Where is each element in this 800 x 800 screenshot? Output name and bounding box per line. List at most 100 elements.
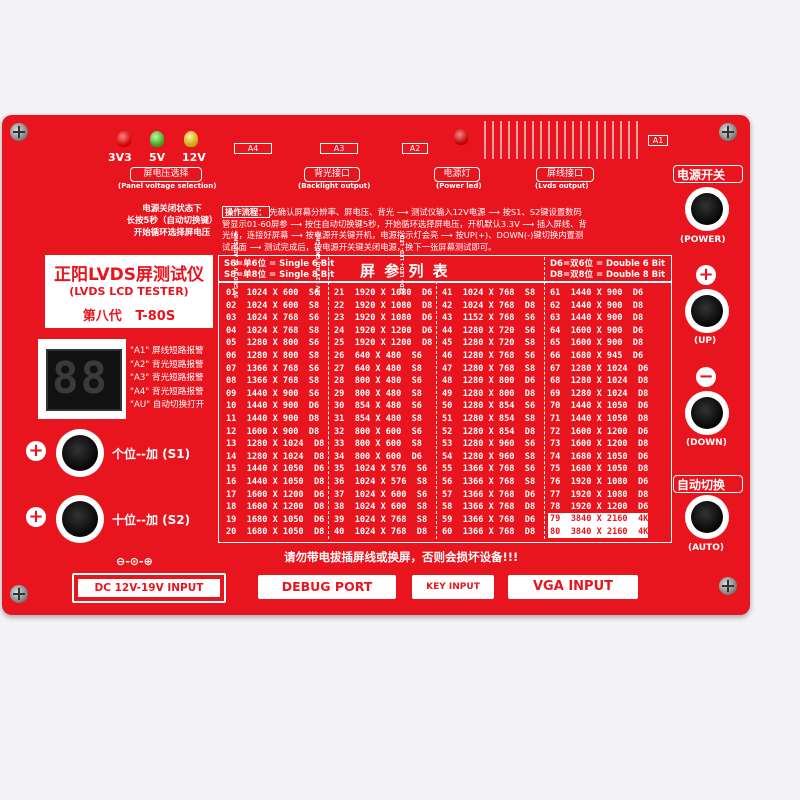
vga-input-label: VGA INPUT (533, 579, 613, 594)
polarity-symbol: ⊖-⊙-⊕ (116, 555, 153, 568)
s2-button[interactable] (56, 495, 104, 543)
s1-label: 个位--加 (S1) (112, 447, 191, 461)
connector-a4: A4 (234, 143, 272, 154)
table-row: 60 1366 X 768 D8 (442, 527, 536, 538)
table-row: 47 1280 X 768 S8 (442, 363, 536, 374)
table-row: 51 1280 X 854 S8 (442, 413, 536, 424)
table-row: 38 1024 X 600 S8 (334, 502, 428, 513)
power-led (454, 129, 468, 145)
led-5v (150, 131, 164, 147)
power-led-label: 电源灯 (443, 169, 471, 179)
table-row: 57 1366 X 768 D6 (442, 489, 536, 500)
auto-box (673, 475, 743, 493)
panel-voltage-sub: (Panel voltage selection) (118, 182, 217, 190)
instructions-title: 操作流程： (222, 206, 270, 218)
lvds-box: 屏线接口 (536, 167, 594, 182)
table-row: 28 800 X 480 S6 (334, 376, 422, 387)
table-row: 13 1280 X 1024 D8 (226, 439, 325, 450)
instructions: 操作流程：先确认屏幕分辨率、屏电压、背光 ⟶ 测试仪输入12V电源 ⟶ 按S1、… (222, 206, 668, 253)
dc-input-label: DC 12V-19V INPUT (78, 579, 220, 597)
up-button[interactable] (685, 289, 729, 333)
table-row: 73 1600 X 1200 D8 (550, 439, 649, 450)
debug-port[interactable]: DEBUG PORT (258, 575, 396, 599)
table-row: 07 1366 X 768 S6 (226, 363, 320, 374)
lvds-label: 屏线接口 (546, 169, 583, 179)
table-row: 01 1024 X 600 S6 (226, 288, 320, 298)
table-row: 20 1680 X 1050 D8 (226, 527, 325, 538)
connector-a2-label: A2 (409, 144, 421, 153)
table-row: 22 1920 X 1080 D8 (334, 300, 433, 311)
product-generation: 第八代 T-80S (45, 305, 213, 324)
table-row: 56 1366 X 768 S8 (442, 476, 536, 487)
s1-button[interactable] (56, 429, 104, 477)
table-row: 32 800 X 600 S6 (334, 426, 422, 437)
table-row: 52 1280 X 854 D8 (442, 426, 536, 437)
table-row: 64 1600 X 900 D6 (550, 325, 644, 336)
table-divider-1 (328, 257, 329, 539)
product-title: 正阳LVDS屏测试仪 (53, 265, 204, 285)
table-row: 77 1920 X 1080 D8 (550, 489, 649, 500)
instructions-line-4: 试画面 ⟶ 测试完成后，按电源开关键关闭电源，换下一张屏幕测试即可。 (222, 241, 497, 252)
down-button[interactable] (685, 391, 729, 435)
table-row: 46 1280 X 768 S6 (442, 350, 536, 361)
table-header-divider (218, 281, 672, 283)
backlight-box: 背光接口 (304, 167, 360, 182)
connector-a3-label: A3 (333, 144, 345, 153)
table-row: 44 1280 X 720 S6 (442, 325, 536, 336)
key-input-port[interactable]: KEY INPUT (412, 575, 494, 599)
plus-icon-up: + (696, 265, 716, 285)
table-row: 15 1440 X 1050 D6 (226, 464, 325, 475)
table-row: 55 1366 X 768 S6 (442, 464, 536, 475)
table-row: 03 1024 X 768 S6 (226, 313, 320, 324)
led-12v (184, 131, 198, 147)
screw-top-right (719, 123, 737, 141)
screw-top-left (10, 123, 28, 141)
table-row: 35 1024 X 576 S6 (334, 464, 428, 475)
table-row: 43 1152 X 768 S6 (442, 313, 536, 324)
backlight-sub: (Backlight output) (298, 182, 371, 190)
table-row: 21 1920 X 1080 D6 (334, 288, 433, 298)
connector-a4-label: A4 (247, 144, 259, 153)
display-digits: 88 (52, 353, 109, 404)
down-label: (DOWN) (686, 438, 727, 448)
product-gen: 第八代 (82, 309, 122, 324)
table-row: 78 1920 X 1200 D6 (550, 502, 649, 513)
table-row: 75 1680 X 1050 D8 (550, 464, 649, 475)
table-row: 11 1440 X 900 D8 (226, 413, 320, 424)
table-row: 70 1440 X 1050 D6 (550, 401, 649, 412)
table-row: 09 1440 X 900 S6 (226, 388, 320, 399)
table-row: 66 1680 X 945 D6 (550, 350, 644, 361)
table-row: 63 1440 X 900 D8 (550, 313, 644, 324)
table-row: 24 1920 X 1200 D6 (334, 325, 433, 336)
backlight-label: 背光接口 (313, 169, 350, 179)
table-row: 25 1920 X 1200 D8 (334, 338, 433, 349)
key-input-label: KEY INPUT (426, 582, 480, 592)
power-button-sub: (POWER) (680, 235, 726, 245)
voltage-info-line-1: 电源关闭状态下 (142, 204, 202, 214)
lvds-sub: (Lvds output) (535, 182, 589, 190)
table-row: 12 1600 X 900 D8 (226, 426, 320, 437)
alarm-a1: "A1" 屏线短路报警 (130, 346, 204, 356)
table-row: 06 1280 X 800 S8 (226, 350, 320, 361)
table-row: 10 1440 X 900 D6 (226, 401, 320, 412)
connector-a2: A2 (402, 143, 428, 154)
power-switch-label: 电源开关 (677, 168, 726, 182)
table-row: 53 1280 X 960 S6 (442, 439, 536, 450)
table-row: 05 1280 X 800 S6 (226, 338, 320, 349)
table-row: 42 1024 X 768 D8 (442, 300, 536, 311)
table-row: 72 1600 X 1200 D6 (550, 426, 649, 437)
dc-input-port[interactable]: DC 12V-19V INPUT (72, 573, 226, 603)
table-divider-3 (544, 257, 545, 539)
s2-label: 十位--加 (S2) (112, 513, 191, 527)
auto-button[interactable] (685, 495, 729, 539)
table-row: 36 1024 X 576 S8 (334, 476, 428, 487)
table-row: 41 1024 X 768 S8 (442, 288, 536, 298)
power-button[interactable] (685, 187, 729, 231)
instructions-line-1: 操作流程：先确认屏幕分辨率、屏电压、背光 ⟶ 测试仪输入12V电源 ⟶ 按S1、… (222, 206, 668, 219)
vga-input-port[interactable]: VGA INPUT (508, 575, 638, 599)
table-row: 19 1680 X 1050 D6 (226, 514, 325, 525)
